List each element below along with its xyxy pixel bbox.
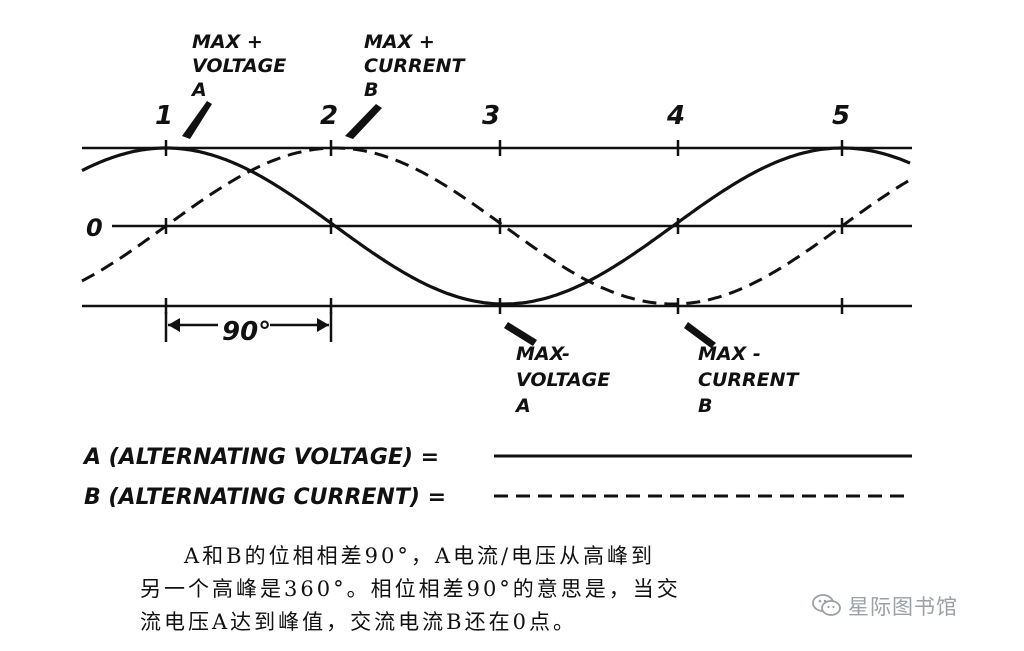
annotation-line: MAX + <box>364 31 435 53</box>
legend-label-voltage: A (ALTERNATING VOLTAGE) = <box>82 445 439 470</box>
annotation-line: VOLTAGE <box>516 369 610 391</box>
pointer-arrow <box>182 101 212 139</box>
pointer-arrow <box>504 322 537 346</box>
watermark: 星际图书馆 <box>812 592 958 620</box>
annotation-line: A <box>190 79 207 101</box>
point-label-3: 3 <box>482 101 500 131</box>
annotation-line: B <box>698 395 712 417</box>
annotation-line: A <box>514 395 531 417</box>
pointer-arrow <box>684 322 716 348</box>
caption-line-1: A和B的位相相差90°，A电流/电压从高峰到 <box>184 544 656 568</box>
phase-label: 90° <box>222 317 271 347</box>
point-label-1: 1 <box>155 101 173 131</box>
point-label-5: 5 <box>832 101 850 131</box>
annotation-line: B <box>364 79 378 101</box>
annotation-line: VOLTAGE <box>192 55 286 77</box>
zero-label: 0 <box>86 214 103 242</box>
voltage-curve-a <box>81 146 911 306</box>
annotation-line: CURRENT <box>364 55 467 77</box>
point-label-2: 2 <box>320 101 338 131</box>
annotation-line: MAX- <box>516 343 570 365</box>
caption-line-2: 另一个高峰是360°。相位相差90°的意思是，当交 <box>140 577 681 601</box>
caption-line-3: 流电压A达到峰值，交流电流B还在0点。 <box>140 610 577 634</box>
annotation-line: MAX + <box>192 31 263 53</box>
phase-marker: 90° <box>164 312 333 347</box>
annotation-max-plus-current: MAX + CURRENT B <box>345 31 467 139</box>
annotation-max-minus-voltage: MAX- VOLTAGE A <box>504 322 610 417</box>
annotation-max-minus-current: MAX - CURRENT B <box>684 322 801 417</box>
pointer-arrow <box>345 104 382 139</box>
annotation-max-plus-voltage: MAX + VOLTAGE A <box>182 31 286 139</box>
wechat-icon <box>812 594 841 616</box>
phase-arrowhead-right <box>317 318 329 332</box>
point-label-4: 4 <box>666 101 685 131</box>
legend-label-current: B (ALTERNATING CURRENT) = <box>84 485 446 510</box>
phase-arrowhead-left <box>168 318 180 332</box>
legend: A (ALTERNATING VOLTAGE) = B (ALTERNATING… <box>82 445 912 510</box>
caption: A和B的位相相差90°，A电流/电压从高峰到 另一个高峰是360°。相位相差90… <box>140 540 860 639</box>
annotation-line: MAX - <box>698 343 761 365</box>
watermark-text: 星际图书馆 <box>848 595 958 619</box>
current-curve-b <box>81 146 911 306</box>
annotation-line: CURRENT <box>698 369 801 391</box>
